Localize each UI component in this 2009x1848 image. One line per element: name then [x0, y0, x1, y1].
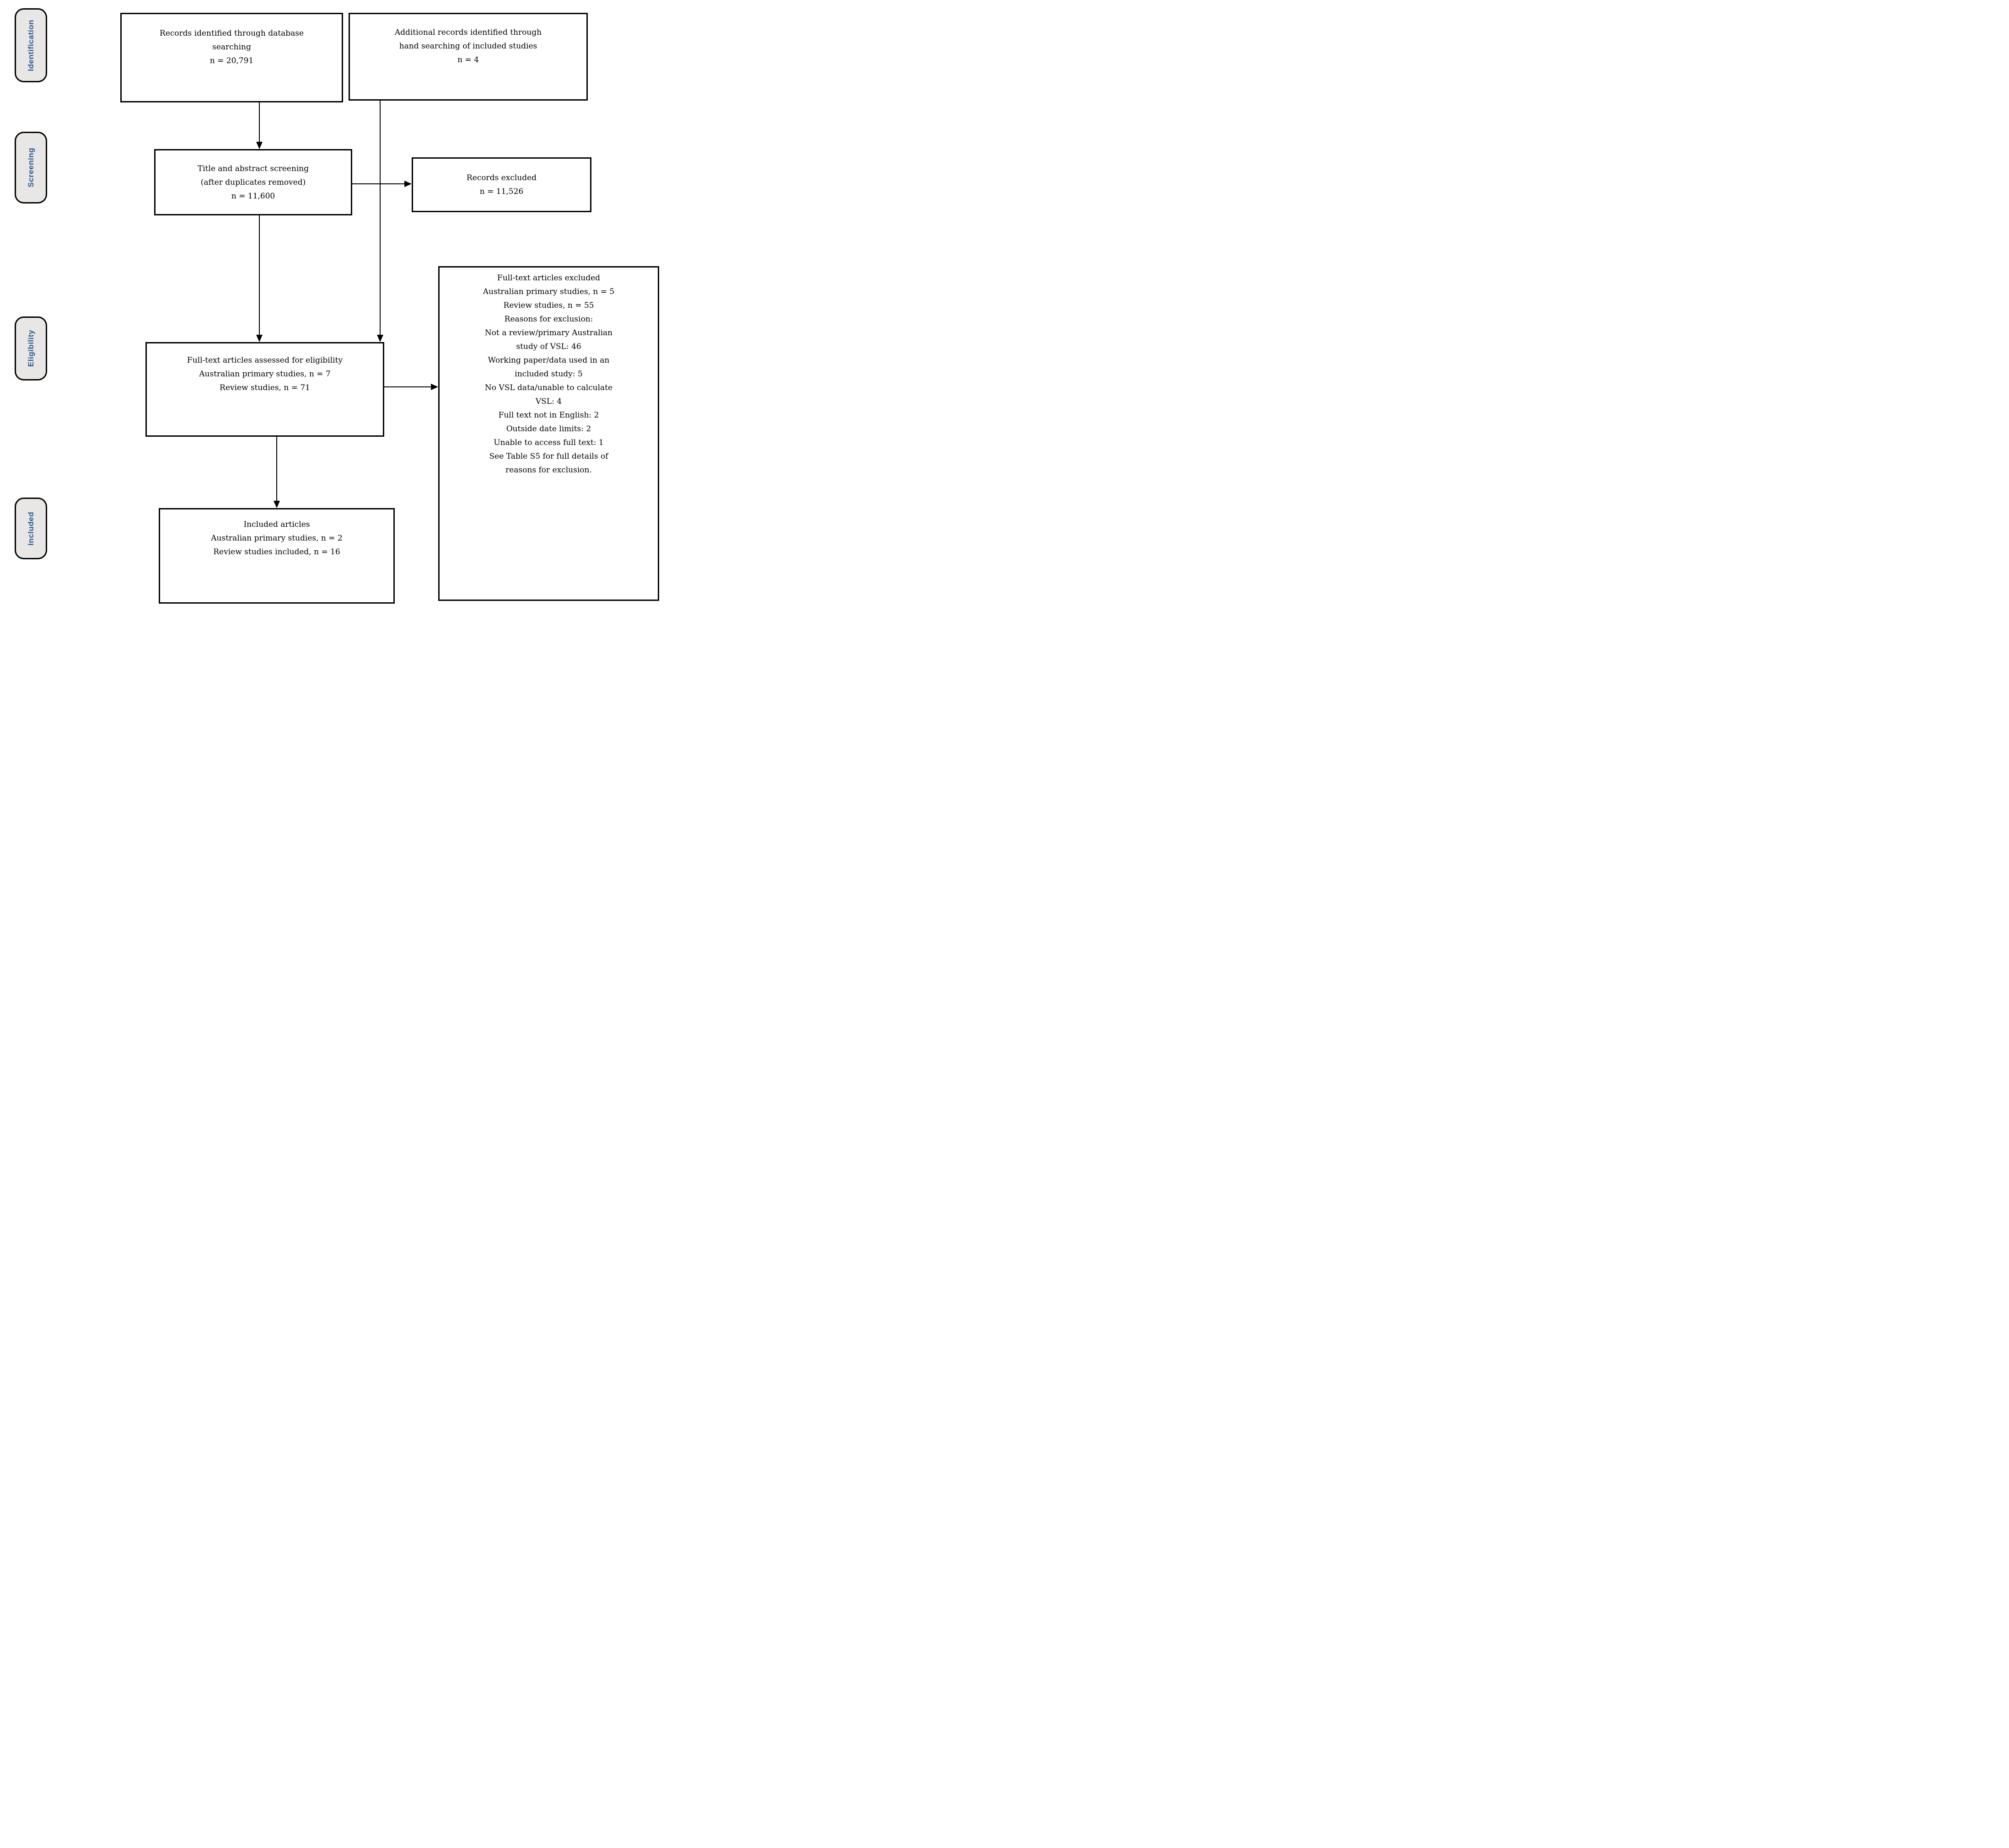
box-text-line: included study: 5: [515, 370, 583, 379]
box-fulltext-excluded: Full-text articles excluded Australian p…: [438, 266, 659, 601]
arrowhead-down-icon: [274, 501, 280, 508]
box-text-line: Not a review/primary Australian: [484, 328, 613, 337]
box-included-articles: Included articles Australian primary stu…: [159, 508, 395, 604]
box-text-line: Records identified through database: [159, 29, 304, 38]
stage-label-included-text: Included: [26, 511, 35, 546]
box-text-line: Working paper/data used in an: [488, 356, 610, 365]
stage-label-screening-text: Screening: [26, 148, 35, 187]
box-text-line: No VSL data/unable to calculate: [484, 383, 613, 392]
box-text-line: n = 20,791: [209, 56, 254, 65]
arrow-line: [259, 215, 260, 336]
box-text-line: Australian primary studies, n = 7: [199, 370, 331, 379]
box-text-line: Title and abstract screening: [197, 164, 309, 173]
arrowhead-down-icon: [256, 335, 263, 342]
box-text-line: Included articles: [243, 520, 310, 529]
box-text-line: See Table S5 for full details of: [489, 452, 608, 461]
arrow-line: [276, 437, 277, 502]
box-text-line: n = 4: [457, 55, 479, 64]
box-text-line: VSL: 4: [535, 397, 562, 406]
arrow-line: [259, 102, 260, 143]
box-records-excluded: Records excluded n = 11,526: [412, 157, 591, 212]
box-text-line: Review studies, n = 55: [503, 301, 594, 310]
stage-label-included: Included: [15, 498, 47, 559]
box-text-line: Outside date limits: 2: [506, 424, 591, 434]
arrow-line: [384, 386, 432, 387]
stage-label-screening: Screening: [15, 132, 47, 204]
arrow-line: [352, 183, 405, 184]
box-text-line: Records excluded: [466, 173, 537, 182]
stage-label-eligibility-text: Eligibility: [26, 330, 35, 367]
box-fulltext-assessed: Full-text articles assessed for eligibil…: [145, 342, 384, 437]
stage-label-identification: Identification: [15, 8, 47, 82]
box-text-line: Full-text articles assessed for eligibil…: [187, 356, 343, 365]
box-text-line: Full text not in English: 2: [498, 411, 599, 420]
arrowhead-down-icon: [377, 335, 383, 342]
box-records-identified-database: Records identified through database sear…: [120, 13, 343, 102]
box-text-line: n = 11,600: [231, 191, 275, 201]
arrowhead-down-icon: [256, 142, 263, 149]
box-text-line: Review studies included, n = 16: [213, 547, 340, 557]
box-text-line: searching: [212, 43, 251, 52]
box-text-line: Additional records identified through: [394, 28, 542, 37]
box-text-line: hand searching of included studies: [399, 42, 537, 51]
box-text-line: Australian primary studies, n = 2: [211, 534, 343, 543]
box-text-line: Australian primary studies, n = 5: [483, 287, 615, 296]
arrow-line: [380, 101, 381, 336]
box-text-line: Full-text articles excluded: [497, 273, 601, 283]
box-additional-records-hand-search: Additional records identified through ha…: [349, 13, 588, 101]
prisma-flow-diagram: Identification Screening Eligibility Inc…: [0, 0, 670, 616]
box-title-abstract-screening: Title and abstract screening (after dupl…: [154, 149, 352, 215]
stage-label-eligibility: Eligibility: [15, 316, 47, 380]
arrowhead-right-icon: [431, 384, 438, 390]
box-text-line: Unable to access full text: 1: [494, 438, 604, 447]
box-text-line: (after duplicates removed): [200, 177, 306, 187]
box-text-line: reasons for exclusion.: [505, 466, 592, 475]
box-text-line: Reasons for exclusion:: [504, 315, 593, 324]
stage-label-identification-text: Identification: [26, 19, 35, 71]
box-text-line: Review studies, n = 71: [220, 383, 310, 392]
box-text-line: n = 11,526: [479, 187, 524, 196]
arrowhead-right-icon: [404, 181, 412, 187]
box-text-line: study of VSL: 46: [516, 342, 581, 351]
